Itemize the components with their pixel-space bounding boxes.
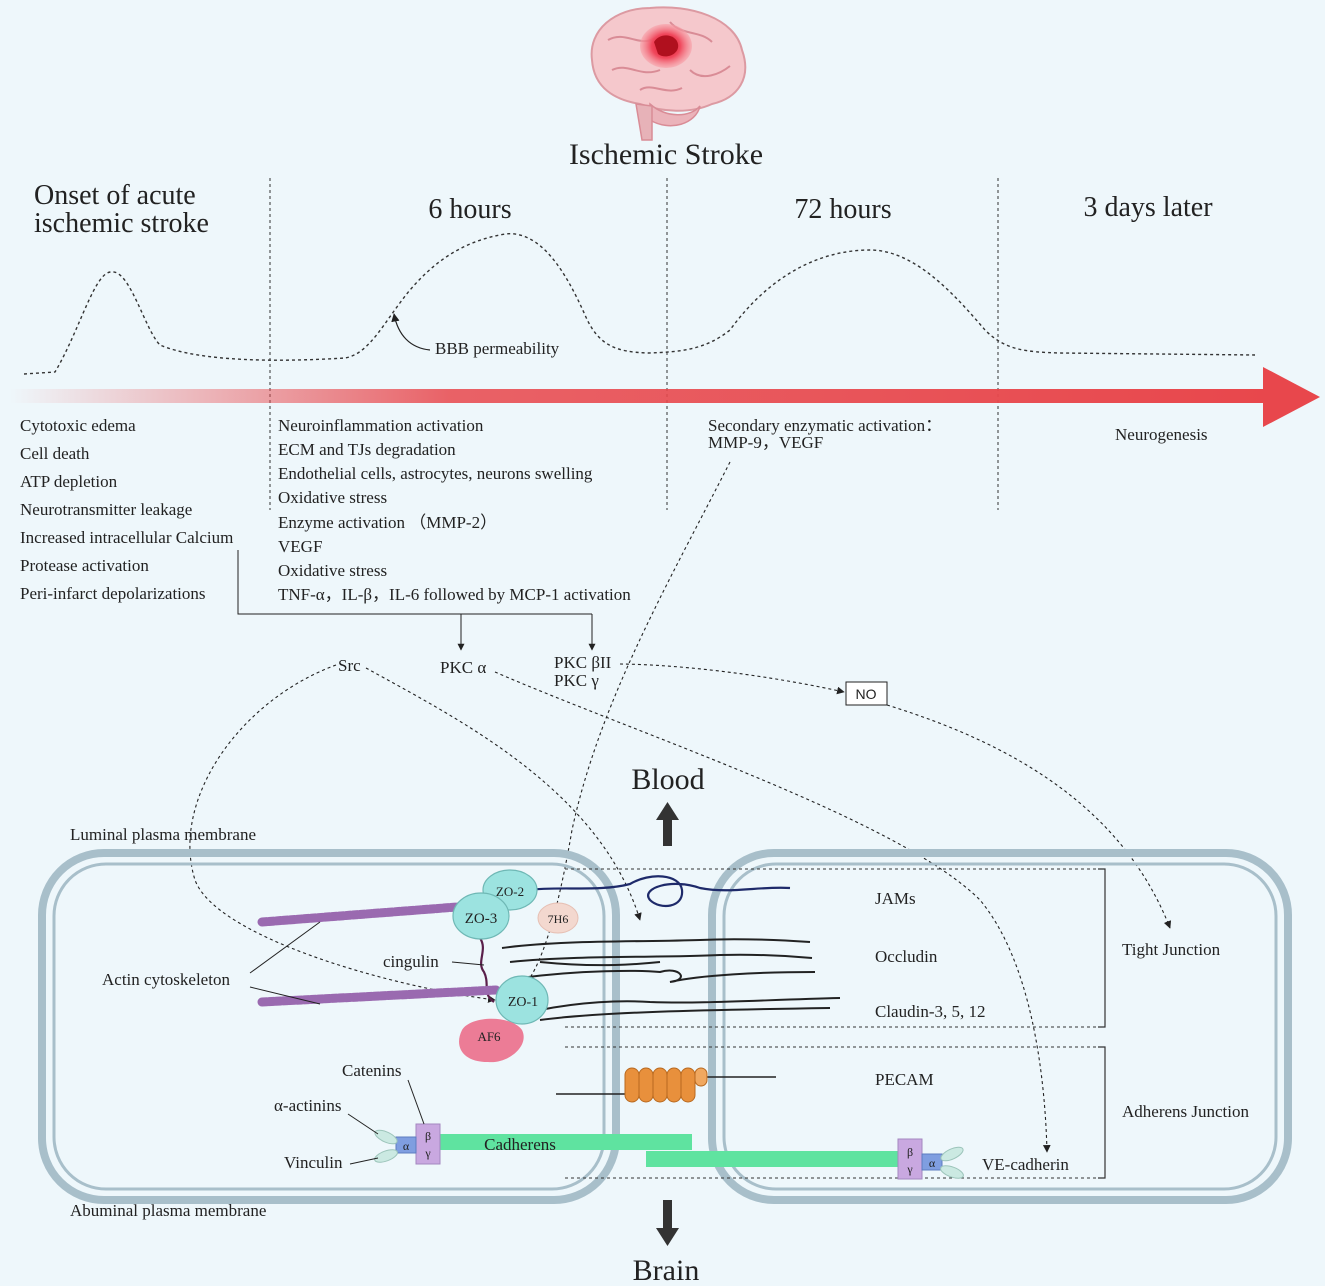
actin-label: Actin cytoskeleton <box>102 970 230 989</box>
onset-event: ATP depletion <box>20 472 118 491</box>
vinculin-pointer <box>349 1157 379 1165</box>
six-hour-event: ECM and TJs degradation <box>278 440 456 459</box>
claudin-label: Claudin-3, 5, 12 <box>875 1002 986 1021</box>
tight-junction-label: Tight Junction <box>1122 940 1221 959</box>
pecam-label: PECAM <box>875 1070 934 1089</box>
luminal-membrane-label: Luminal plasma membrane <box>70 825 256 844</box>
phase-dividers <box>269 178 999 510</box>
late-event: Neurogenesis <box>1115 425 1208 444</box>
jams-label: JAMs <box>875 889 916 908</box>
alpha-catenin-label: α <box>403 1139 410 1153</box>
jams-strand <box>527 875 791 908</box>
six-hour-event: Enzyme activation （MMP-2） <box>278 513 497 532</box>
phase-onset-line2: ischemic stroke <box>34 208 209 239</box>
beta-catenin-right-label: β <box>907 1145 913 1159</box>
cadherin-bar-right <box>646 1151 898 1167</box>
p7h6-protein <box>537 902 579 934</box>
p7h6-label: 7H6 <box>548 912 569 926</box>
six-hour-event: VEGF <box>278 537 322 556</box>
onset-event: Neurotransmitter leakage <box>20 500 192 519</box>
pecam-protein <box>556 1067 776 1103</box>
six-hour-event: Oxidative stress <box>278 488 387 507</box>
bbb-permeability-curve <box>23 233 1256 375</box>
secondary-activation-line2: MMP-9，VEGF <box>708 433 823 452</box>
catenins-pointer <box>407 1079 425 1125</box>
curve-label: BBB permeability <box>435 339 560 358</box>
catenin-complex-right <box>897 1138 964 1180</box>
gamma-catenin-right-label: γ <box>906 1162 913 1176</box>
pkc-alpha-label: PKC α <box>440 658 486 677</box>
down-arrow-icon <box>656 1200 679 1246</box>
blood-label: Blood <box>631 763 704 796</box>
adherens-junction-label: Adherens Junction <box>1122 1102 1250 1121</box>
onset-events-list: Cytotoxic edema Cell death ATP depletion… <box>20 416 233 603</box>
catenins-label: Catenins <box>342 1061 402 1080</box>
af6-protein <box>459 1018 524 1063</box>
cadherin-bar-left <box>440 1134 692 1150</box>
timeline-arrow <box>10 367 1320 427</box>
zo2-label: ZO-2 <box>496 884 524 899</box>
brain-label: Brain <box>633 1254 700 1286</box>
actinins-pointer <box>347 1113 379 1135</box>
af6-label: AF6 <box>477 1029 501 1044</box>
six-hour-event: TNF-α，IL-β，IL-6 followed by MCP-1 activa… <box>278 585 631 604</box>
vinculin-label: Vinculin <box>284 1153 343 1172</box>
zo3-label: ZO-3 <box>465 911 498 927</box>
zo1-label: ZO-1 <box>508 995 538 1010</box>
ve-cadherin-label: VE-cadherin <box>982 1155 1069 1174</box>
no-label: NO <box>856 686 877 702</box>
six-hour-events-list: Neuroinflammation activation ECM and TJs… <box>278 416 631 604</box>
onset-event: Increased intracellular Calcium <box>20 528 233 547</box>
zo3-protein <box>452 892 510 940</box>
six-hour-event: Oxidative stress <box>278 561 387 580</box>
pkc-beta-label: PKC βII <box>554 653 612 672</box>
six-hour-event: Endothelial cells, astrocytes, neurons s… <box>278 464 593 483</box>
no-box <box>845 681 888 706</box>
occludin-label: Occludin <box>875 947 938 966</box>
phase-72-hours: 72 hours <box>794 194 891 225</box>
phase-6-hours: 6 hours <box>428 194 511 225</box>
cadherens-label: Cadherens <box>484 1135 556 1154</box>
signal-arrows <box>189 461 1172 1153</box>
diagram-title: Ischemic Stroke <box>569 138 763 171</box>
actin-filament-lower <box>257 985 501 1007</box>
onset-event: Cytotoxic edema <box>20 416 136 435</box>
phase-onset-line1: Onset of acute <box>34 180 196 211</box>
secondary-activation-line1: Secondary enzymatic activation： <box>708 416 942 435</box>
actin-pointers <box>249 921 321 1005</box>
up-arrow-icon <box>656 802 679 846</box>
pkc-gamma-label: PKC γ <box>554 671 599 690</box>
onset-event: Cell death <box>20 444 90 463</box>
occludin-strands <box>501 938 816 983</box>
onset-event: Peri-infarct depolarizations <box>20 584 206 603</box>
alpha-catenin-right-label: α <box>929 1156 936 1170</box>
six-hour-event: Neuroinflammation activation <box>278 416 484 435</box>
onset-event: Protease activation <box>20 556 149 575</box>
junction-brackets <box>1098 868 1106 1179</box>
pkc-connector <box>237 550 596 651</box>
brain-illustration <box>590 6 747 141</box>
actin-filament-upper <box>257 901 475 927</box>
gamma-catenin-label: γ <box>424 1146 431 1160</box>
cingulin-pointer <box>451 961 485 966</box>
actinins-label: α-actinins <box>274 1096 341 1115</box>
catenin-complex-left <box>374 1123 441 1165</box>
junction-regions <box>565 868 1100 1179</box>
src-label: Src <box>338 656 361 675</box>
curve-pointer-arrow <box>391 313 431 351</box>
abluminal-membrane-label: Abuminal plasma membrane <box>70 1201 266 1220</box>
beta-catenin-label: β <box>425 1129 431 1143</box>
zo1-protein <box>495 975 549 1025</box>
claudin-strands <box>539 997 841 1021</box>
phase-3-days: 3 days later <box>1083 192 1213 223</box>
cingulin-label: cingulin <box>383 952 439 971</box>
